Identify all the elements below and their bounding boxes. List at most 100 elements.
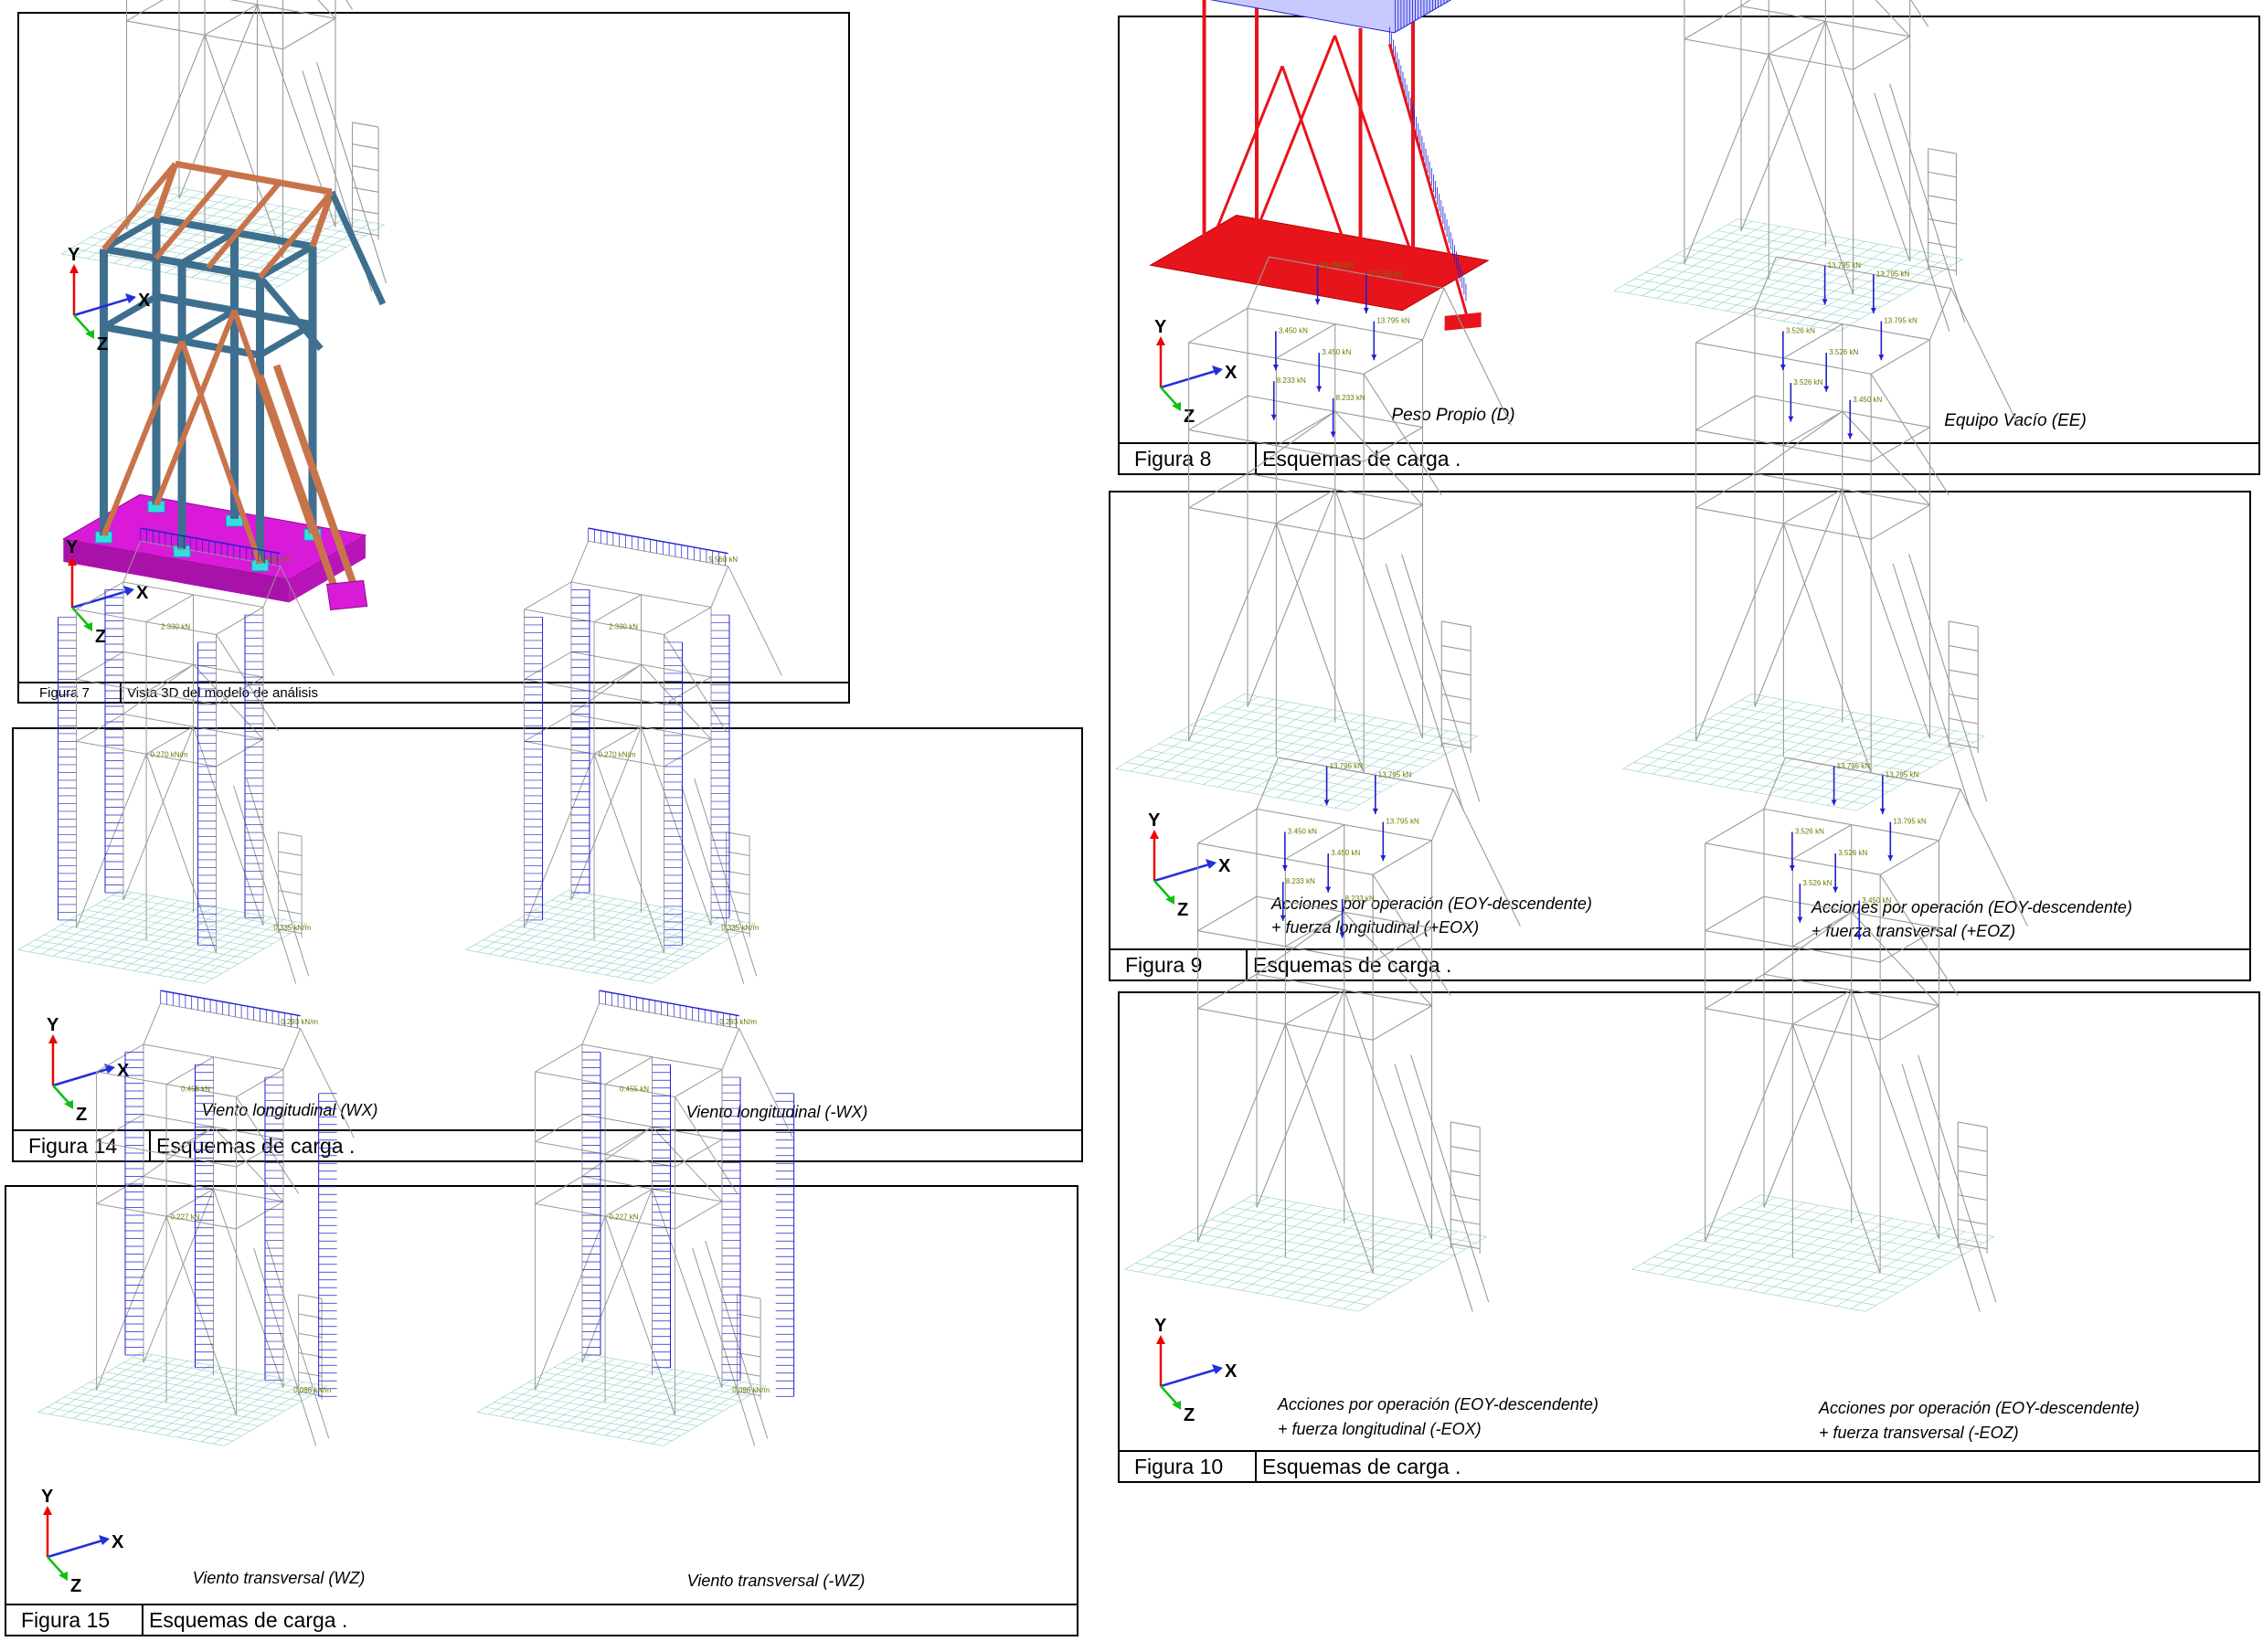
view-label: Acciones por operación (EOY-descendente) xyxy=(1278,1395,1599,1414)
load-value-label: 0.270 kN/m xyxy=(151,751,188,759)
x-axis-label: X xyxy=(1225,363,1238,383)
grid-line xyxy=(94,905,282,939)
stair-stringer xyxy=(256,374,342,599)
roof-member xyxy=(599,1002,739,1030)
beam xyxy=(1792,911,1853,948)
grid-line xyxy=(1644,272,1871,314)
grid-line xyxy=(1188,1232,1423,1275)
stair-stringer xyxy=(1908,554,1988,802)
load-arrow-head xyxy=(1780,365,1786,371)
brace xyxy=(641,663,712,740)
stair-rung xyxy=(278,851,303,857)
z-axis-label: Z xyxy=(70,1576,81,1596)
figure-number: Figura 14 xyxy=(14,1131,151,1160)
x-axis-arrow xyxy=(1206,859,1216,869)
beam xyxy=(1276,323,1336,359)
load-envelope xyxy=(599,990,739,1017)
roof-member xyxy=(1929,288,1952,341)
beam xyxy=(1870,339,1930,375)
point-load: 13.795 kN xyxy=(1363,270,1402,313)
z-axis xyxy=(52,1085,70,1105)
figure-caption: Figura 8 Esquemas de carga . xyxy=(1120,442,2258,473)
stair-rung xyxy=(1928,148,1957,154)
axis-triad: YXZ xyxy=(66,537,149,647)
ground-grid xyxy=(17,889,308,984)
beam xyxy=(1695,395,1756,431)
roof-member xyxy=(257,274,324,351)
grid-line xyxy=(1706,236,1932,278)
beam xyxy=(604,1126,653,1155)
beam xyxy=(76,581,124,610)
roof-member xyxy=(1269,256,1445,290)
grid-line xyxy=(47,1406,234,1442)
ground-grid xyxy=(1115,694,1478,811)
roof-member xyxy=(710,566,729,608)
load-value-label: 8.233 kN xyxy=(1277,376,1306,385)
grid-line xyxy=(86,909,273,945)
grid-line xyxy=(1729,705,1964,749)
figure-number: Figura 10 xyxy=(1120,1452,1257,1481)
brace xyxy=(604,1216,676,1416)
beam xyxy=(1705,895,1765,932)
brace xyxy=(317,0,336,19)
stair-stringer xyxy=(1387,43,1470,320)
grid-line xyxy=(72,1392,260,1426)
beam xyxy=(143,1043,284,1071)
z-axis xyxy=(47,1556,65,1576)
load-value-label: 2.330 kN xyxy=(609,622,638,630)
brace xyxy=(535,1216,606,1391)
beam xyxy=(96,1071,237,1097)
z-axis xyxy=(73,314,91,334)
load-arrow-head xyxy=(1878,355,1885,361)
grid-line xyxy=(1199,1225,1434,1268)
point-load: 13.795 kN xyxy=(1878,317,1918,361)
stair-rung xyxy=(298,1351,323,1358)
point-load: 13.795 kN xyxy=(1323,762,1363,806)
beam xyxy=(570,581,712,609)
beam xyxy=(1705,808,1765,844)
beam xyxy=(1285,990,1345,1025)
y-axis-label: Y xyxy=(1154,1316,1167,1336)
beam xyxy=(236,1069,284,1097)
load-arrow-head xyxy=(1887,855,1894,862)
z-axis xyxy=(1160,1385,1178,1405)
view-label-line2: + fuerza transversal (-EOZ) xyxy=(1819,1424,2019,1442)
stair-rung xyxy=(737,1294,761,1299)
beam xyxy=(664,676,712,705)
stair-rung xyxy=(278,928,303,935)
brace xyxy=(165,1216,238,1416)
stair-rung xyxy=(1928,195,1957,201)
x-axis-arrow xyxy=(99,1535,110,1545)
beam xyxy=(524,678,664,705)
brace xyxy=(1782,523,1872,773)
load-arrow-head xyxy=(1856,934,1863,940)
stair-rung xyxy=(352,122,379,128)
roof-member xyxy=(1256,757,1279,810)
solid-model xyxy=(61,160,387,610)
stair-rung xyxy=(1958,1243,1988,1250)
z-axis-label: Z xyxy=(1184,1405,1195,1425)
foundation-slab xyxy=(1149,215,1490,312)
load-value-label: 0.098 kN/m xyxy=(732,1386,770,1394)
brace xyxy=(570,726,642,901)
brace xyxy=(193,663,264,740)
grid-line xyxy=(553,1367,741,1402)
beam xyxy=(535,1202,675,1230)
beam xyxy=(236,1138,284,1168)
roof-member xyxy=(1910,0,1929,27)
y-axis-arrow xyxy=(43,1506,52,1515)
beam xyxy=(76,714,124,742)
load-arrow-head xyxy=(1280,915,1286,921)
point-load: 8.233 kN xyxy=(1270,376,1306,420)
stair-rung xyxy=(1949,742,1979,749)
load-value-label: 13.795 kN xyxy=(1386,818,1419,826)
grid-line xyxy=(1201,718,1435,762)
grid-line xyxy=(52,929,239,964)
load-arrow-head xyxy=(1363,307,1369,313)
grid-line xyxy=(516,919,704,954)
stair-rung xyxy=(737,1391,761,1397)
grid-line xyxy=(494,1402,681,1436)
